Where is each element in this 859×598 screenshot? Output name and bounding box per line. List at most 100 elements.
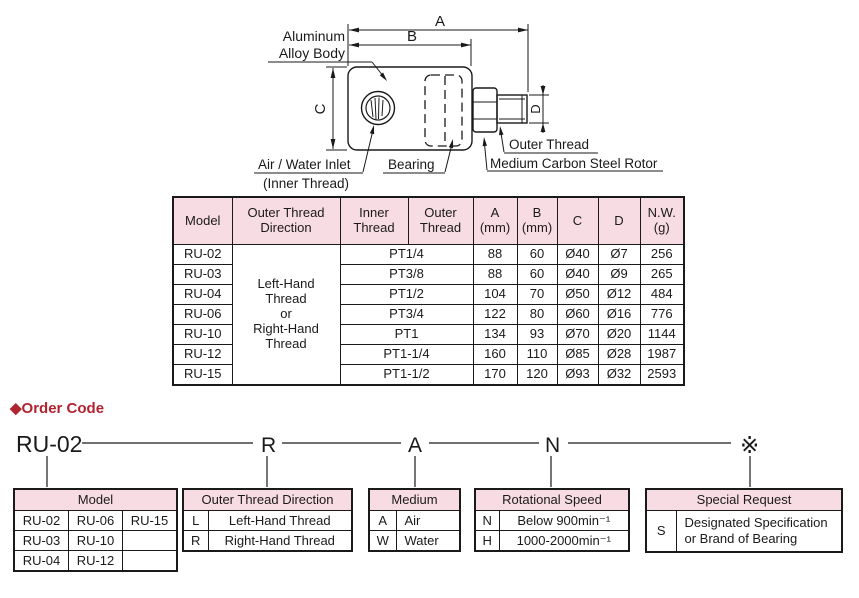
cell-c: Ø93 (556, 364, 599, 385)
table-row: RU-03 RU-10 (13, 530, 178, 551)
cell-b: 70 (516, 284, 558, 305)
option-code: A (368, 510, 397, 531)
col-nw: N.W. (g) (639, 196, 685, 245)
label-aluminum-body-2: Alloy Body (279, 45, 345, 61)
dim-c: C (312, 103, 329, 114)
cell-thread: PT1 (339, 324, 474, 345)
code-medium: A (408, 434, 422, 457)
cell-model: RU-03 (172, 264, 233, 285)
table-row: RU-10 PT1 134 93 Ø70 Ø20 1144 (172, 324, 685, 345)
cell-d: Ø7 (597, 244, 641, 265)
cell-d: Ø32 (597, 364, 641, 385)
model-option: RU-12 (68, 550, 123, 572)
dim-b: B (407, 28, 417, 45)
spec-table: Model Outer Thread Direction Inner Threa… (172, 196, 685, 386)
code-direction: R (261, 434, 276, 457)
option-code: W (368, 530, 397, 552)
table-row: A Air (368, 510, 461, 531)
cell-a: 134 (472, 324, 518, 345)
medium-table-title: Medium (368, 488, 461, 511)
code-speed: N (545, 434, 560, 457)
table-row: RU-02 Left-Hand Thread or Right-Hand Thr… (172, 244, 685, 385)
spec-header-row: Model Outer Thread Direction Inner Threa… (172, 196, 685, 245)
cell-a: 170 (472, 364, 518, 385)
cell-d: Ø20 (597, 324, 641, 345)
cell-nw: 1144 (639, 324, 685, 345)
cell-b: 93 (516, 324, 558, 345)
col-d: D (597, 196, 641, 245)
cell-a: 88 (472, 244, 518, 265)
cell-model: RU-06 (172, 304, 233, 325)
cell-a: 160 (472, 344, 518, 365)
model-option: RU-02 (13, 510, 69, 531)
label-inlet-2: (Inner Thread) (263, 176, 349, 191)
model-option: RU-10 (68, 530, 123, 551)
speed-table-title: Rotational Speed (474, 488, 630, 511)
option-label: Below 900min⁻¹ (498, 510, 630, 531)
table-row: RU-02 RU-06 RU-15 (13, 510, 178, 531)
model-options-table: Model RU-02 RU-06 RU-15 RU-03 RU-10 RU-0… (13, 488, 178, 572)
cell-model: RU-12 (172, 344, 233, 365)
option-label: Left-Hand Thread (207, 510, 353, 531)
label-inlet-1: Air / Water Inlet (258, 157, 351, 172)
label-rotor: Medium Carbon Steel Rotor (490, 156, 658, 171)
aluminum-body-outline (347, 66, 473, 151)
option-label: Water (395, 530, 461, 552)
cell-d: Ø16 (597, 304, 641, 325)
order-code-heading: ◆Order Code (10, 399, 104, 417)
cell-c: Ø85 (556, 344, 599, 365)
rotational-speed-table: Rotational Speed N Below 900min⁻¹ H 1000… (474, 488, 630, 552)
order-code-diagram: RU-02 R A N ※ (16, 431, 759, 487)
dim-a: A (435, 13, 445, 30)
technical-diagram: Aluminum Alloy Body Air / Water Inlet (I… (254, 13, 663, 191)
label-aluminum-body-1: Aluminum (283, 28, 345, 44)
option-code: R (182, 530, 209, 552)
dim-d: D (528, 104, 543, 113)
cell-nw: 484 (639, 284, 685, 305)
col-model: Model (172, 196, 233, 245)
table-row: R Right-Hand Thread (182, 530, 353, 552)
direction-table-title: Outer Thread Direction (182, 488, 353, 511)
option-label: Right-Hand Thread (207, 530, 353, 552)
cell-nw: 256 (639, 244, 685, 265)
model-option (122, 550, 178, 572)
medium-table: Medium A Air W Water (368, 488, 461, 552)
cell-a: 122 (472, 304, 518, 325)
cell-c: Ø60 (556, 304, 599, 325)
rotor-thread-outline (496, 94, 528, 124)
option-label: Air (395, 510, 461, 531)
cell-c: Ø70 (556, 324, 599, 345)
cell-d: Ø28 (597, 344, 641, 365)
cell-thread: PT3/4 (339, 304, 474, 325)
cell-thread: PT1/4 (339, 244, 474, 265)
cell-c: Ø40 (556, 264, 599, 285)
label-outer-thread: Outer Thread (509, 137, 589, 152)
cell-c: Ø50 (556, 284, 599, 305)
hex-nut-outline (472, 87, 498, 133)
table-row: RU-04 RU-12 (13, 550, 178, 572)
model-option (122, 530, 178, 551)
cell-b: 110 (516, 344, 558, 365)
cell-model: RU-10 (172, 324, 233, 345)
table-row: N Below 900min⁻¹ (474, 510, 630, 531)
col-outer-thread: Outer Thread (407, 196, 474, 245)
special-request-table: Special Request S Designated Specificati… (645, 488, 843, 553)
col-c: C (556, 196, 599, 245)
cell-direction-merged: Left-Hand Thread or Right-Hand Thread (231, 244, 341, 385)
cell-b: 60 (516, 264, 558, 285)
code-model: RU-02 (16, 431, 82, 457)
cell-d: Ø12 (597, 284, 641, 305)
cell-model: RU-02 (172, 244, 233, 265)
cell-thread: PT1/2 (339, 284, 474, 305)
col-b: B (mm) (516, 196, 558, 245)
cell-c: Ø40 (556, 244, 599, 265)
bearing-outline (424, 74, 463, 147)
order-code-title: Order Code (21, 400, 105, 417)
code-special-mark: ※ (740, 432, 759, 458)
option-code: S (645, 510, 677, 553)
label-bearing: Bearing (388, 157, 435, 172)
cell-nw: 2593 (639, 364, 685, 385)
col-a: A (mm) (472, 196, 518, 245)
table-row: W Water (368, 530, 461, 552)
